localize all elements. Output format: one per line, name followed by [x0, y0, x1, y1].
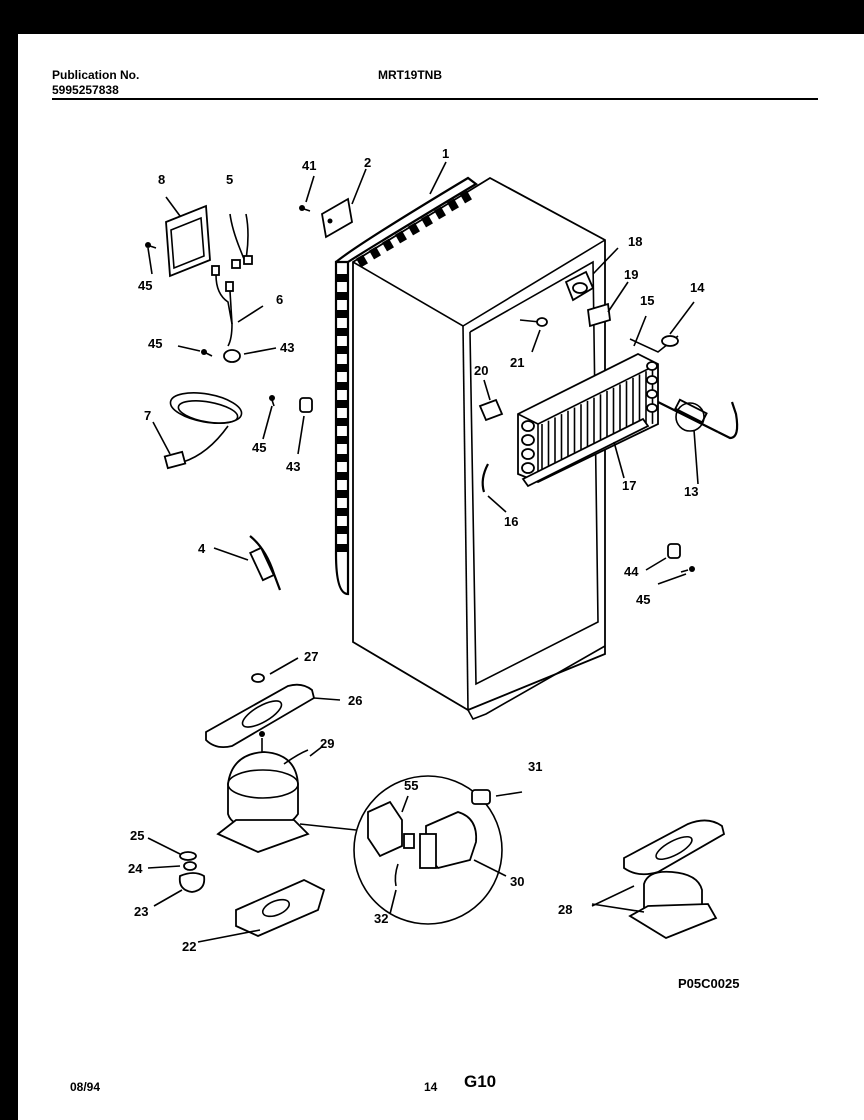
- callout-labels: 1 2 4 5 6 7 8 13 14 15 16 17 18 19 20 21…: [128, 146, 705, 954]
- clip-44: [645, 543, 681, 571]
- callout-45-c: 45: [252, 440, 266, 455]
- footer-date: 08/94: [70, 1080, 101, 1094]
- callout-20: 20: [474, 363, 488, 378]
- callout-26: 26: [348, 693, 362, 708]
- callout-19: 19: [624, 267, 638, 282]
- grommet-27: [251, 657, 299, 683]
- callout-4: 4: [198, 541, 206, 556]
- thermistor-16: [481, 463, 507, 513]
- exploded-view-drawing: 1 2 4 5 6 7 8 13 14 15 16 17 18 19 20 21…: [128, 146, 739, 954]
- clip-43-upper: [223, 347, 277, 363]
- callout-29: 29: [320, 736, 334, 751]
- callout-43-lower: 43: [286, 459, 300, 474]
- defrost-timer-20: [478, 379, 504, 422]
- callout-55: 55: [404, 778, 418, 793]
- wire-harness-6: [211, 265, 264, 347]
- binder-edge-mark: [0, 905, 12, 1120]
- compressor: [216, 731, 357, 853]
- callout-41: 41: [302, 158, 316, 173]
- callout-1: 1: [442, 146, 449, 161]
- publication-label: Publication No.: [52, 68, 140, 82]
- callout-18: 18: [628, 234, 642, 249]
- grommet-stack: [147, 837, 206, 907]
- callout-6: 6: [276, 292, 283, 307]
- drain-pan-26: [205, 683, 341, 749]
- evaporator-assembly: [517, 335, 679, 488]
- callout-16: 16: [504, 514, 518, 529]
- relay-detail-circle: [353, 775, 523, 925]
- thermostat-bracket-18: [564, 247, 619, 302]
- cabinet: [352, 176, 606, 720]
- control-bracket-8: [165, 196, 211, 278]
- figure-code: P05C0025: [678, 976, 740, 991]
- header-rule: [52, 98, 818, 100]
- wire-harness-5: [229, 213, 253, 269]
- callout-17: 17: [622, 478, 636, 493]
- callout-8: 8: [158, 172, 165, 187]
- callout-32: 32: [374, 911, 388, 926]
- leader-15: [633, 315, 647, 347]
- callout-44: 44: [624, 564, 639, 579]
- screws-45: [145, 175, 695, 585]
- footer-section: G10: [464, 1072, 497, 1091]
- callout-5: 5: [226, 172, 233, 187]
- sensor-21: [519, 317, 548, 353]
- leader-1: [429, 161, 447, 195]
- compressor-with-pan: [591, 819, 726, 940]
- callout-30: 30: [510, 874, 524, 889]
- callout-45-b: 45: [148, 336, 162, 351]
- model-number: MRT19TNB: [378, 68, 443, 82]
- callout-23: 23: [134, 904, 148, 919]
- parts-diagram-sheet: Publication No. 5995257838 MRT19TNB: [18, 34, 864, 1120]
- callout-22: 22: [182, 939, 196, 954]
- callout-28: 28: [558, 902, 572, 917]
- callout-21: 21: [510, 355, 524, 370]
- callout-7: 7: [144, 408, 151, 423]
- footer-page-number: 14: [424, 1080, 438, 1094]
- power-cord: [152, 392, 243, 470]
- callout-31: 31: [528, 759, 542, 774]
- mounting-plate-22: [197, 879, 326, 943]
- publication-number: 5995257838: [52, 83, 119, 97]
- clip-43-lower: [297, 397, 313, 455]
- callout-27: 27: [304, 649, 318, 664]
- drain-tube: [213, 535, 282, 591]
- bracket-2: [321, 168, 367, 239]
- callout-2: 2: [364, 155, 371, 170]
- callout-25: 25: [130, 828, 144, 843]
- callout-24: 24: [128, 861, 143, 876]
- condenser-coil: [334, 176, 478, 596]
- callout-45-d: 45: [636, 592, 650, 607]
- callout-43-upper: 43: [280, 340, 294, 355]
- leader-17: [613, 441, 625, 479]
- leader-13: [693, 429, 699, 485]
- bracket-19: [587, 281, 629, 328]
- callout-14: 14: [690, 280, 705, 295]
- drier-tube: [657, 398, 739, 440]
- callout-45-a: 45: [138, 278, 152, 293]
- leader-14: [669, 301, 695, 335]
- callout-13: 13: [684, 484, 698, 499]
- callout-15: 15: [640, 293, 654, 308]
